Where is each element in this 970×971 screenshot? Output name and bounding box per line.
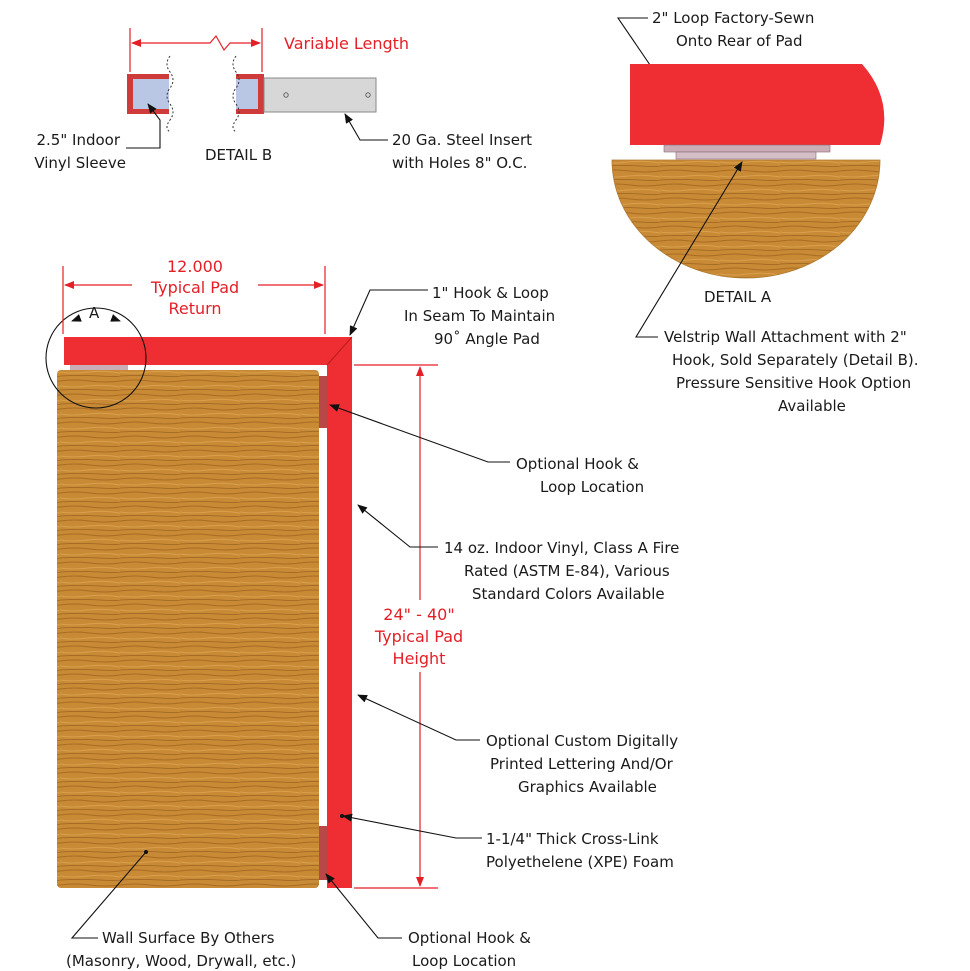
detail-a-wall-outline — [611, 159, 881, 279]
lettering-label-line3: Graphics Available — [518, 778, 657, 796]
wall-label-line2: (Masonry, Wood, Drywall, etc.) — [66, 952, 296, 970]
vinyl-leader — [357, 504, 438, 548]
detail-a-loop-strip — [663, 144, 831, 153]
hook-loop-top-leader — [329, 404, 510, 463]
wall-label-line1: Wall Surface By Others — [102, 929, 275, 947]
detail-a-title: DETAIL A — [704, 288, 772, 306]
velstrip-leader — [635, 161, 743, 338]
velstrip-label-line2: Hook, Sold Separately (Detail B). — [672, 351, 918, 369]
main-elevation: A 12.000 Typical Pad Return 24" - 40" Ty… — [45, 257, 679, 970]
callout-a-arrow-left — [71, 314, 82, 322]
steel-leader — [344, 113, 388, 141]
foam-leader-dot — [340, 814, 344, 818]
steel-insert — [263, 77, 377, 113]
vinyl-label-line1: 14 oz. Indoor Vinyl, Class A Fire — [444, 539, 679, 557]
vinyl-label-line2: Rated (ASTM E-84), Various — [464, 562, 670, 580]
foam-label-line2: Polyethelene (XPE) Foam — [486, 853, 674, 871]
sleeve-interior-right — [236, 79, 258, 109]
variable-length-dimension-line — [131, 34, 261, 52]
steel-hole-1 — [283, 92, 289, 98]
lettering-label-line2: Printed Lettering And/Or — [490, 755, 674, 773]
return-dim-value: 12.000 — [167, 257, 223, 276]
return-dim-label1: Typical Pad — [150, 278, 239, 297]
steel-label-line1: 20 Ga. Steel Insert — [392, 131, 532, 149]
lettering-leader — [357, 694, 480, 741]
height-dim-value: 24" - 40" — [383, 605, 454, 624]
hook-loop-strip-top — [319, 376, 327, 428]
seam-label-line1: 1" Hook & Loop — [432, 284, 549, 302]
steel-hole-2 — [365, 92, 371, 98]
height-dim-label1: Typical Pad — [374, 627, 463, 646]
wall-leader-dot — [144, 850, 148, 854]
velstrip-label-line4: Available — [778, 397, 846, 415]
detail-a-pad — [630, 64, 885, 145]
sleeve-label-line1: 2.5" Indoor — [37, 131, 121, 149]
sleeve-interior-left — [133, 79, 169, 109]
hook-loop-top-line1: Optional Hook & — [516, 455, 639, 473]
foam-label-line1: 1-1/4" Thick Cross-Link — [486, 830, 659, 848]
pad-vertical — [327, 365, 352, 888]
detail-a-wall — [612, 160, 880, 278]
wall-surface — [57, 370, 319, 888]
loop-label-line2: Onto Rear of Pad — [676, 32, 803, 50]
vinyl-label-line3: Standard Colors Available — [472, 585, 665, 603]
hook-loop-top-line2: Loop Location — [540, 478, 644, 496]
seam-label-line2: In Seam To Maintain — [404, 307, 555, 325]
callout-a-letter: A — [89, 304, 100, 322]
hook-loop-strip-bottom — [319, 826, 327, 880]
return-hook-strip — [70, 365, 128, 370]
sleeve-label-line2: Vinyl Sleeve — [34, 154, 126, 172]
seam-leader — [349, 289, 428, 336]
sleeve-leader — [126, 103, 161, 149]
detail-a: 2" Loop Factory-Sewn Onto Rear of Pad DE… — [611, 9, 918, 415]
height-dim-label2: Height — [393, 649, 446, 668]
foam-leader — [342, 813, 482, 839]
pad-return — [64, 337, 352, 365]
variable-length-label: Variable Length — [284, 34, 409, 53]
pad-seam — [326, 336, 353, 366]
velstrip-label-line1: Velstrip Wall Attachment with 2" — [664, 328, 907, 346]
detail-b: Variable Length 2.5" Indoor Vinyl Sleeve… — [34, 28, 532, 172]
detail-a-hook-strip — [675, 151, 817, 160]
velstrip-label-line3: Pressure Sensitive Hook Option — [676, 374, 911, 392]
callout-circle-a — [45, 307, 147, 409]
return-dim-label2: Return — [168, 299, 221, 318]
hook-loop-bottom-line2: Loop Location — [412, 952, 516, 970]
detail-b-title: DETAIL B — [205, 146, 272, 164]
callout-a-arrow-right — [110, 314, 121, 322]
wall-leader — [70, 851, 147, 939]
hook-loop-bottom-line1: Optional Hook & — [408, 929, 531, 947]
lettering-label-line1: Optional Custom Digitally — [486, 732, 678, 750]
seam-label-line3: 90˚ Angle Pad — [434, 330, 540, 348]
loop-label-line1: 2" Loop Factory-Sewn — [652, 9, 814, 27]
hook-loop-bottom-leader — [325, 873, 402, 939]
steel-label-line2: with Holes 8" O.C. — [392, 154, 527, 172]
